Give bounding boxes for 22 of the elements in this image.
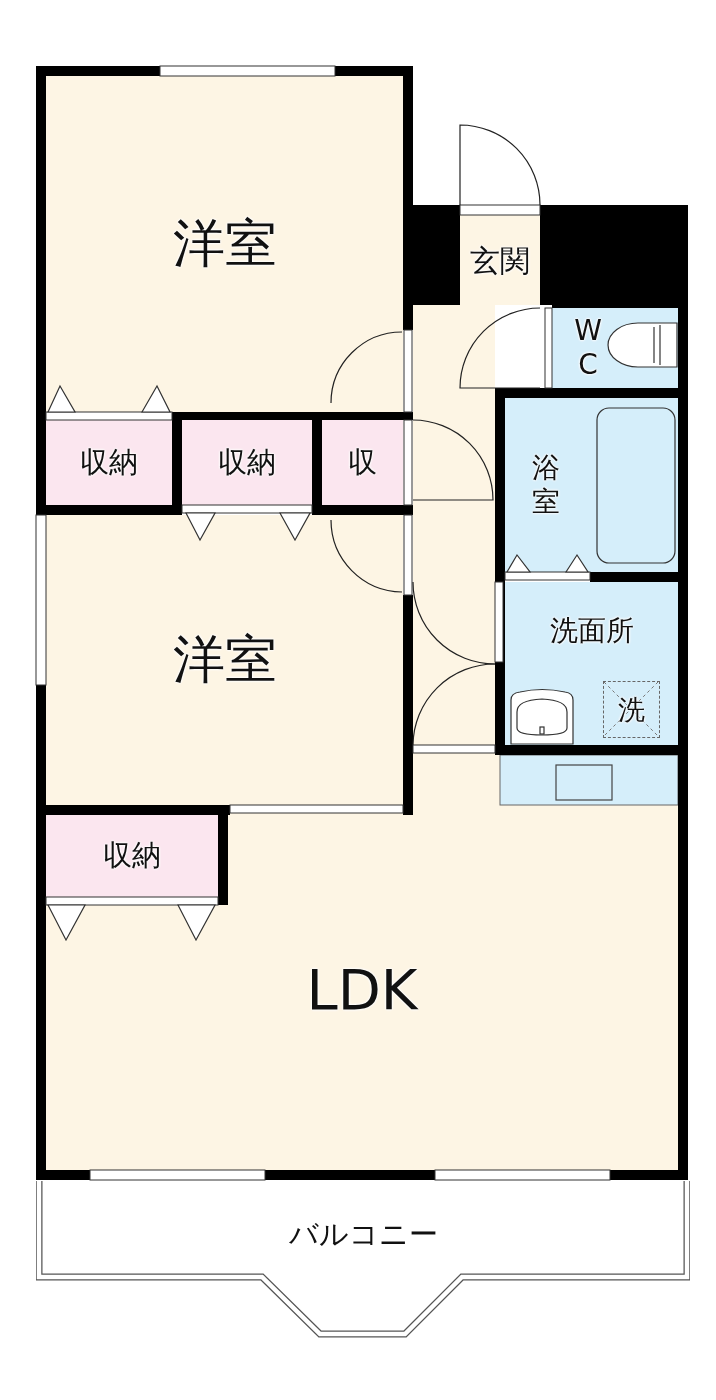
room-label: 収 (348, 446, 377, 479)
room-label: W C (574, 314, 602, 382)
room-label: 浴室 (532, 451, 560, 519)
room-label: 洗 (618, 694, 645, 725)
room (460, 215, 540, 305)
room-label: 収納 (218, 446, 276, 479)
closet (322, 420, 403, 505)
room (46, 76, 403, 412)
room-label: 洗面所 (549, 616, 634, 647)
room-label: 洋室 (172, 215, 277, 273)
room-label: 玄関 (470, 243, 530, 277)
closet (46, 420, 172, 505)
room-label: 洋室 (172, 631, 277, 689)
room (505, 398, 678, 572)
room-label: 収納 (80, 446, 138, 479)
room (505, 582, 678, 745)
room (552, 308, 678, 388)
room (46, 515, 403, 805)
room-label: 収納 (103, 840, 161, 872)
room-label: LDK (306, 959, 418, 1021)
closet (182, 420, 312, 505)
closet (46, 815, 218, 897)
